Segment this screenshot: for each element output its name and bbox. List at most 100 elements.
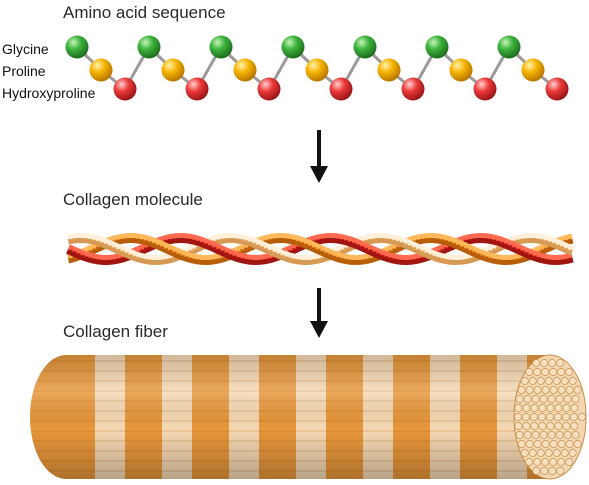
fibril-end [523, 431, 532, 439]
fibril-end [530, 404, 539, 412]
helix-strand-orange [114, 234, 122, 245]
fibril-end [515, 395, 524, 403]
helix-strand-red [91, 253, 98, 265]
fibril-end [568, 377, 577, 385]
helix-strand-light [535, 233, 542, 244]
helix-strand-red [386, 252, 394, 264]
fibril-end [541, 458, 550, 466]
fibril-end [533, 368, 542, 376]
helix-strand-light [426, 248, 435, 260]
helix-strand-light [166, 252, 174, 264]
helix-strand-orange [486, 252, 494, 264]
helix-strand-red [206, 239, 215, 251]
fibril-end [562, 422, 571, 430]
fibril-end [539, 395, 548, 403]
helix-strand-red [339, 233, 346, 245]
helix-strand-orange [162, 242, 171, 254]
helix-strand-light [558, 240, 567, 252]
helix-strand-red [358, 240, 367, 252]
helix-strand-red [95, 254, 102, 265]
helix-strand-orange [318, 245, 327, 257]
helix-strand-orange [334, 251, 342, 263]
helix-strand-light [90, 234, 98, 246]
helix-strand-light [94, 235, 102, 247]
proline-sphere [161, 58, 185, 82]
helix-strand-red [243, 253, 250, 265]
helix-strand-orange [343, 253, 350, 265]
helix-strand-red [374, 247, 383, 259]
fibril-end [540, 359, 549, 367]
helix-strand-red [263, 253, 270, 265]
helix-strand-light [430, 250, 439, 262]
fibril-end [552, 449, 561, 457]
fibril-end [560, 449, 569, 457]
helix-strand-orange [154, 239, 163, 251]
helix-strand-light [110, 241, 119, 253]
proline-sphere [377, 58, 401, 82]
helix-strand-light [242, 234, 250, 246]
fibril-end [525, 386, 534, 394]
helix-strand-red [370, 246, 379, 258]
helix-strand-light [270, 246, 279, 258]
helix-strand-light [214, 234, 222, 245]
helix-strand-red [111, 254, 118, 265]
helix-strand-light [311, 254, 318, 265]
helix-strand-orange [478, 249, 487, 261]
helix-strand-red [354, 239, 363, 251]
helix-strand-light [367, 233, 374, 245]
hydroxyproline-sphere [185, 77, 209, 101]
fibril-end [530, 413, 538, 421]
helix-strand-light [282, 251, 290, 262]
helix-strand-orange [242, 242, 251, 254]
fibril-end [546, 404, 555, 412]
helix-strand-red [462, 234, 470, 246]
hydroxyproline-sphere [257, 77, 281, 101]
helix-strand-orange [538, 243, 547, 256]
fibril-end [563, 431, 572, 439]
helix-strand-orange [135, 233, 142, 244]
fibril-end [557, 386, 566, 394]
helix-strand-light [278, 249, 287, 261]
helix-strand-red [534, 251, 542, 263]
collagen-triple-helix [66, 233, 575, 265]
helix-strand-light [398, 236, 407, 248]
fibril-end [523, 395, 532, 403]
helix-strand-orange [191, 253, 198, 265]
helix-strand-orange [511, 254, 518, 265]
helix-strand-light [219, 233, 226, 244]
helix-strand-light [186, 244, 195, 256]
fibril-end [562, 404, 571, 412]
helix-strand-orange [474, 247, 483, 259]
helix-strand-orange [90, 242, 99, 255]
fibril-end [530, 422, 539, 430]
helix-strand-red [86, 252, 94, 264]
helix-strand-light [394, 235, 402, 247]
helix-strand-red [290, 242, 299, 255]
hydroxyproline-sphere [401, 77, 425, 101]
helix-strand-light [406, 239, 415, 251]
fibril-end [532, 467, 541, 475]
fibril-end [515, 431, 524, 439]
helix-strand-red [335, 233, 342, 244]
helix-strand-light [138, 252, 146, 264]
hydroxyproline-sphere [545, 77, 569, 101]
fibril-end [517, 440, 526, 448]
helix-strand-orange [119, 233, 126, 244]
helix-strand-red [438, 243, 447, 256]
fibril-end [563, 395, 572, 403]
fibril-end [522, 404, 531, 412]
helix-strand-red [118, 252, 126, 263]
helix-strand-red [310, 235, 318, 246]
helix-strand-orange [294, 235, 302, 247]
fibril-end [578, 413, 586, 421]
helix-strand-red [78, 249, 87, 261]
helix-strand-red [530, 250, 539, 262]
glycine-sphere [281, 35, 305, 59]
helix-strand-light [118, 245, 127, 257]
helix-strand-light [342, 242, 351, 254]
proline-sphere [233, 58, 257, 82]
fibril-end [548, 467, 557, 475]
helix-strand-light [387, 233, 394, 245]
helix-strand-orange [186, 252, 194, 264]
helix-strand-orange [439, 233, 446, 245]
